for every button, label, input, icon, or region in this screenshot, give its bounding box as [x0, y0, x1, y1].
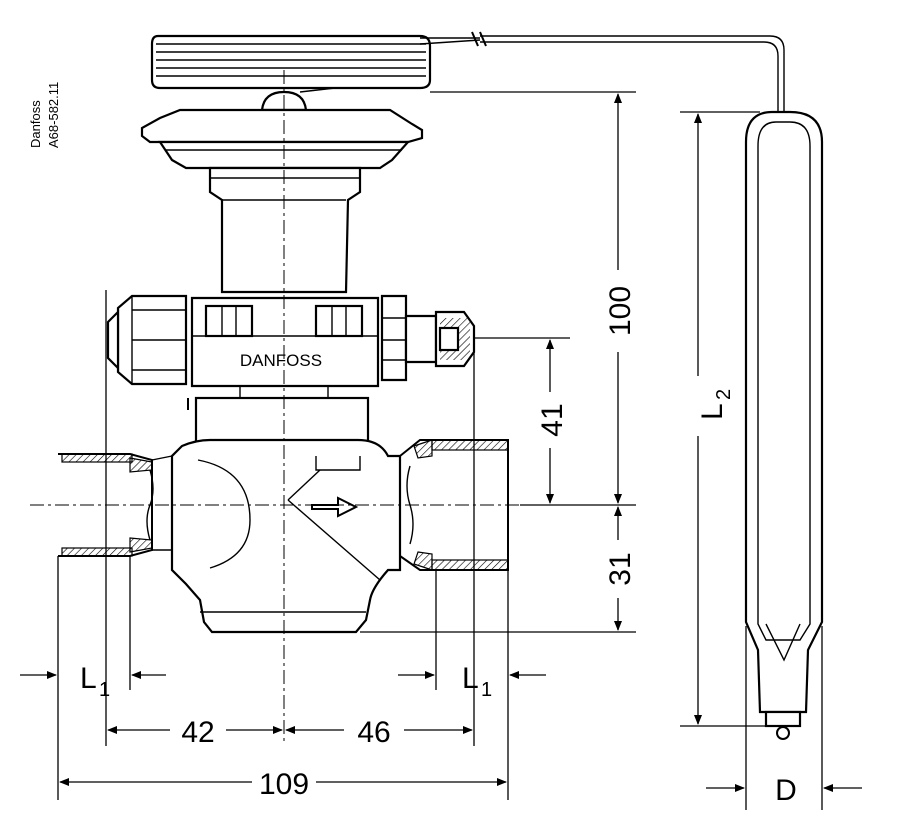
dim-100-label: 100 [604, 286, 637, 336]
dim-46-label: 46 [357, 716, 390, 749]
thermostatic-head [140, 90, 424, 294]
body-brand-text: DANFOSS [240, 351, 322, 370]
dimension-inlet-pipe: L 1 [20, 556, 166, 800]
right-equalizer-fitting [380, 294, 476, 382]
dimension-outlet-pipe: L 1 [398, 570, 546, 800]
dimension-overall-width: 109 [59, 768, 507, 801]
dimension-bulb-diameter: D [706, 626, 862, 810]
dim-31-label: 31 [604, 552, 637, 585]
dim-109-label: 109 [259, 768, 309, 801]
center-lines [30, 70, 520, 744]
drawing-code-label: Danfoss A68-582.11 [28, 82, 61, 148]
outlet-pipe [399, 439, 509, 571]
valve-main-body [170, 438, 402, 634]
dim-l1-right-label: L [462, 662, 479, 695]
valve-mid-body: DANFOSS [187, 296, 380, 454]
dim-42-label: 42 [181, 716, 214, 749]
left-flare-nut [106, 294, 188, 386]
dim-d-label: D [775, 774, 797, 807]
maker-text: Danfoss [28, 100, 43, 148]
dim-l1-left-label: L [80, 662, 97, 695]
inlet-pipe [58, 453, 173, 557]
dimension-height-31: 31 [360, 506, 637, 633]
capillary-coil [150, 34, 481, 93]
dim-l2-subscript: 2 [713, 389, 735, 400]
dim-l2-label: L [696, 403, 729, 420]
dimension-axis-to-outlet: 46 [285, 338, 475, 749]
dim-l1-left-subscript: 1 [99, 679, 110, 701]
dim-41-label: 41 [536, 403, 569, 436]
code-text: A68-582.11 [46, 82, 61, 148]
dimension-height-41: 41 [474, 337, 570, 504]
sensing-bulb [744, 110, 824, 740]
dimension-height-100: 100 [430, 91, 637, 506]
dim-l1-right-subscript: 1 [481, 679, 492, 701]
dimension-inlet-to-axis: 42 [105, 290, 283, 749]
dimension-bulb-length: L 2 [680, 111, 766, 727]
capillary-tube [471, 31, 785, 118]
